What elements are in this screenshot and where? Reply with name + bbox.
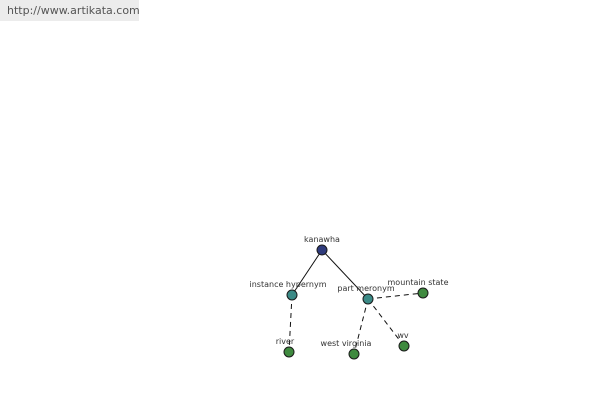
edge-part-meronym-to-wv [367, 298, 405, 347]
edge-part-meronym-to-west-virginia [353, 298, 369, 355]
node-circle-river[interactable] [283, 346, 295, 358]
node-circle-kanawha[interactable] [316, 244, 328, 256]
node-west-virginia[interactable]: west virginia [321, 339, 372, 360]
node-label-instance-hypernym: instance hypernym [250, 280, 327, 289]
url-bar: http://www.artikata.com [0, 0, 140, 21]
node-circle-wv[interactable] [398, 340, 410, 352]
node-circle-west-virginia[interactable] [348, 348, 360, 360]
node-circle-instance-hypernym[interactable] [286, 289, 298, 301]
node-label-wv: wv [397, 331, 409, 340]
node-kanawha[interactable]: kanawha [304, 235, 340, 256]
node-label-river: river [276, 337, 295, 346]
node-mountain-state[interactable]: mountain state [388, 278, 449, 299]
node-circle-mountain-state[interactable] [417, 287, 429, 299]
graph-nodes: kanawha instance hypernym part meronym rive… [250, 235, 449, 360]
node-river[interactable]: river [276, 337, 295, 358]
node-instance-hypernym[interactable]: instance hypernym [250, 280, 327, 301]
edge-kanawha-to-instance-hypernym [291, 249, 323, 296]
edge-instance-hypernym-to-river [288, 294, 293, 353]
edge-part-meronym-to-mountain-state [367, 292, 424, 300]
edge-kanawha-to-part-meronym [321, 249, 369, 300]
node-wv[interactable]: wv [397, 331, 410, 352]
graph-edges [288, 249, 424, 355]
node-label-part-meronym: part meronym [337, 284, 394, 293]
node-circle-part-meronym[interactable] [362, 293, 374, 305]
node-part-meronym[interactable]: part meronym [337, 284, 395, 305]
node-label-west-virginia: west virginia [321, 339, 372, 348]
url-link[interactable]: http://www.artikata.com [7, 4, 140, 17]
node-label-kanawha: kanawha [304, 235, 340, 244]
node-label-mountain-state: mountain state [388, 278, 449, 287]
